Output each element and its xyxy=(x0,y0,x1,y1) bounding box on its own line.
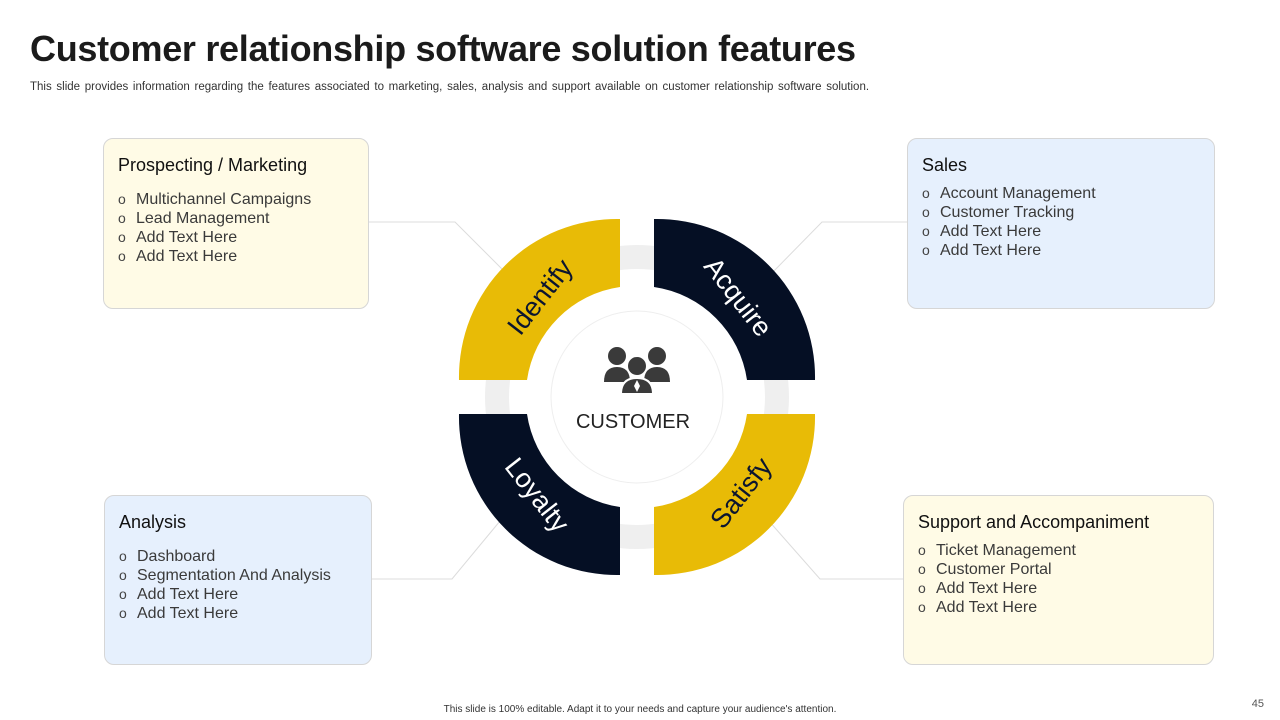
bullet-icon: o xyxy=(119,548,127,564)
list-item-text: Lead Management xyxy=(136,210,270,227)
segment-loyalty xyxy=(458,414,620,576)
bullet-icon: o xyxy=(118,229,126,245)
slide-subtitle: This slide provides information regardin… xyxy=(30,81,870,93)
bullet-icon: o xyxy=(118,248,126,264)
box-title: Prospecting / Marketing xyxy=(118,155,308,175)
bullet-icon: o xyxy=(922,185,930,201)
list-item-text: Multichannel Campaigns xyxy=(136,191,312,208)
bullet-icon: o xyxy=(918,561,926,577)
list-item-text: Add Text Here xyxy=(137,605,239,622)
bullet-icon: o xyxy=(922,242,930,258)
list-item: o Account Management xyxy=(922,184,1200,203)
box-title: Analysis xyxy=(119,512,187,532)
center-label: CUSTOMER xyxy=(576,411,690,433)
list-item: o Add Text Here xyxy=(918,579,1199,598)
list-item: o Ticket Management xyxy=(918,541,1199,560)
list-item: o Add Text Here xyxy=(119,604,357,623)
center-circle xyxy=(550,310,724,484)
list-item: o Add Text Here xyxy=(922,241,1200,260)
box-title: Support and Accompaniment xyxy=(918,512,1150,532)
segment-acquire xyxy=(654,218,816,380)
bullet-icon: o xyxy=(119,567,127,583)
people-group-icon xyxy=(604,347,670,395)
box-support-accompaniment: Support and Accompaniment o Ticket Manage… xyxy=(903,495,1214,665)
bullet-icon: o xyxy=(119,586,127,602)
list-item-text: Add Text Here xyxy=(940,242,1042,259)
list-item-text: Add Text Here xyxy=(940,223,1042,240)
list-item: o Multichannel Campaigns xyxy=(118,190,354,209)
page-number: 45 xyxy=(1251,698,1264,710)
bullet-icon: o xyxy=(922,204,930,220)
list-item: o Add Text Here xyxy=(119,585,357,604)
bullet-icon: o xyxy=(119,605,127,621)
slide-title: Customer relationship software solution … xyxy=(30,28,856,69)
list-item: o Segmentation And Analysis xyxy=(119,566,357,585)
cycle-background-ring xyxy=(485,245,789,549)
connector-top-left xyxy=(369,221,509,276)
list-item-text: Add Text Here xyxy=(936,599,1038,616)
bullet-icon: o xyxy=(918,580,926,596)
list-item-text: Account Management xyxy=(940,185,1096,202)
list-item: o Add Text Here xyxy=(118,247,354,266)
box-title: Sales xyxy=(922,155,968,175)
list-item-text: Customer Tracking xyxy=(940,204,1075,221)
list-item-text: Add Text Here xyxy=(137,586,239,603)
connector-top-right xyxy=(769,221,907,276)
list-item-text: Dashboard xyxy=(137,548,216,565)
list-item-text: Add Text Here xyxy=(136,248,238,265)
list-item-text: Customer Portal xyxy=(936,561,1052,578)
list-item: o Lead Management xyxy=(118,209,354,228)
list-item-text: Add Text Here xyxy=(936,580,1038,597)
list-item-text: Ticket Management xyxy=(936,542,1076,559)
bullet-icon: o xyxy=(118,191,126,207)
list-item: o Add Text Here xyxy=(922,222,1200,241)
segment-satisfy xyxy=(654,414,816,576)
bullet-icon: o xyxy=(918,599,926,615)
list-item: o Customer Portal xyxy=(918,560,1199,579)
bullet-icon: o xyxy=(118,210,126,226)
list-item-text: Segmentation And Analysis xyxy=(137,567,331,584)
list-item: o Dashboard xyxy=(119,547,357,566)
list-item-text: Add Text Here xyxy=(136,229,238,246)
connector-bottom-right xyxy=(767,519,903,580)
slide-footer: This slide is 100% editable. Adapt it to… xyxy=(443,704,837,715)
box-prospecting-marketing: Prospecting / Marketing o Multichannel Ca… xyxy=(103,138,369,309)
segment-identify xyxy=(458,218,620,380)
list-item: o Customer Tracking xyxy=(922,203,1200,222)
connector-bottom-left xyxy=(372,514,506,580)
bullet-icon: o xyxy=(922,223,930,239)
list-item: o Add Text Here xyxy=(918,598,1199,617)
list-item: o Add Text Here xyxy=(118,228,354,247)
bullet-icon: o xyxy=(918,542,926,558)
